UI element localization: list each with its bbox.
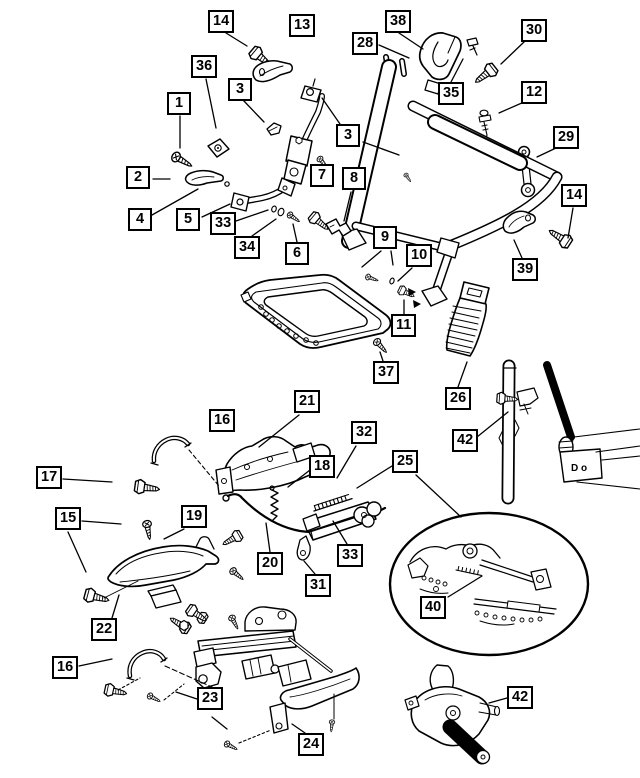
handle-39: [502, 210, 536, 234]
track-fragment-42-upper: D o: [495, 359, 640, 505]
callout-13[interactable]: 13: [289, 14, 316, 37]
callout-8[interactable]: 8: [342, 167, 366, 190]
callout-21[interactable]: 21: [294, 390, 321, 413]
clip-16-lower: [103, 649, 168, 701]
callout-3[interactable]: 3: [336, 124, 360, 147]
callout-1[interactable]: 1: [167, 92, 191, 115]
callout-10[interactable]: 10: [406, 244, 433, 267]
screw-17: [133, 478, 162, 498]
plate-36: [207, 138, 230, 158]
foot-plate-marks: D o: [571, 463, 587, 474]
clip-35: [466, 37, 479, 56]
callout-3[interactable]: 3: [228, 78, 252, 101]
headrest-cap-38: [418, 32, 462, 81]
callout-17[interactable]: 17: [36, 466, 63, 489]
screw-30: [470, 60, 501, 89]
adjuster-frame-21: [215, 435, 331, 495]
callout-34[interactable]: 34: [234, 236, 261, 259]
adjuster-handle-2: [184, 169, 230, 187]
callout-4[interactable]: 4: [128, 208, 152, 231]
callout-40[interactable]: 40: [420, 596, 447, 619]
callout-26[interactable]: 26: [445, 387, 472, 410]
callout-33[interactable]: 33: [337, 544, 364, 567]
inset-circle-40: [388, 511, 590, 657]
pins-9-10-11: [364, 272, 421, 308]
callout-24[interactable]: 24: [298, 733, 325, 756]
callout-35[interactable]: 35: [438, 82, 465, 105]
seat-pan: [240, 273, 392, 349]
callout-20[interactable]: 20: [257, 552, 284, 575]
leader-lines: [62, 32, 574, 734]
dashed-assembly-lines: [117, 449, 272, 744]
callout-12[interactable]: 12: [521, 81, 548, 104]
callout-37[interactable]: 37: [373, 361, 400, 384]
seat-belt-assembly: [230, 78, 325, 212]
callout-42[interactable]: 42: [452, 429, 479, 452]
callout-7[interactable]: 7: [310, 164, 334, 187]
callout-42[interactable]: 42: [507, 686, 534, 709]
callout-5[interactable]: 5: [176, 208, 200, 231]
callout-39[interactable]: 39: [512, 258, 539, 281]
clip-3-top: [266, 122, 282, 136]
callout-15[interactable]: 15: [55, 507, 82, 530]
bracket-8: [325, 218, 352, 237]
washers-33-34: [271, 205, 285, 217]
callout-22[interactable]: 22: [91, 618, 118, 641]
callout-11[interactable]: 11: [391, 314, 417, 337]
clip-16-upper: [150, 435, 192, 466]
callout-18[interactable]: 18: [309, 455, 336, 478]
callout-9[interactable]: 9: [373, 226, 397, 249]
side-shield-15: [82, 519, 246, 637]
callout-14[interactable]: 14: [208, 10, 235, 33]
callout-2[interactable]: 2: [126, 166, 150, 189]
callout-16[interactable]: 16: [209, 409, 236, 432]
callout-38[interactable]: 38: [385, 10, 412, 33]
callout-19[interactable]: 19: [181, 505, 208, 528]
callout-31[interactable]: 31: [305, 574, 332, 597]
motor-42-bottom: [404, 664, 501, 765]
callout-25[interactable]: 25: [392, 450, 419, 473]
callout-29[interactable]: 29: [553, 126, 580, 149]
spring-coil: [269, 485, 279, 521]
buckle-boot-26: [445, 281, 490, 357]
callout-28[interactable]: 28: [352, 32, 379, 55]
pin-12: [478, 109, 492, 140]
callout-36[interactable]: 36: [191, 55, 218, 78]
screw-1: [169, 149, 195, 172]
recliner-assembly-33-31: [296, 494, 382, 561]
handle-14-top: [246, 43, 293, 83]
callout-14[interactable]: 14: [561, 184, 588, 207]
callout-6[interactable]: 6: [285, 242, 309, 265]
callout-16[interactable]: 16: [52, 656, 79, 679]
callout-30[interactable]: 30: [521, 19, 548, 42]
callout-32[interactable]: 32: [351, 421, 378, 444]
callout-33[interactable]: 33: [210, 212, 237, 235]
callout-23[interactable]: 23: [197, 687, 224, 710]
